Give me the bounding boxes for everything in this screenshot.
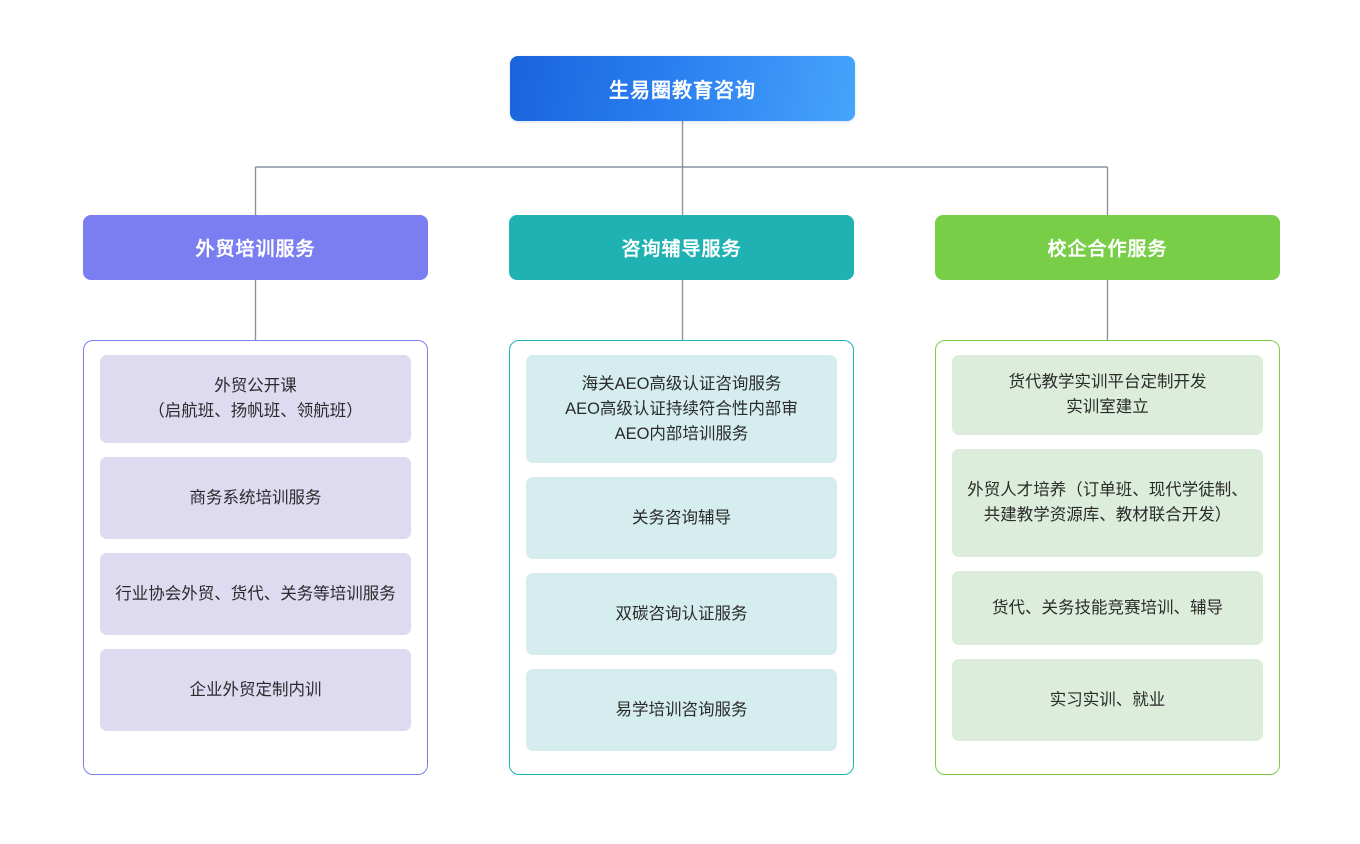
- branch-header-label: 咨询辅导服务: [621, 239, 742, 260]
- branch-column-1: 外贸培训服务 外贸公开课 （启航班、扬帆班、领航班） 商务系统培训服务 行业协会…: [83, 0, 428, 844]
- branch-box-2: 海关AEO高级认证咨询服务 AEO高级认证持续符合性内部审 AEO内部培训服务 …: [509, 340, 854, 775]
- root-node-label: 生易圈教育咨询: [609, 80, 756, 102]
- branch-box-3: 货代教学实训平台定制开发 实训室建立 外贸人才培养（订单班、现代学徒制、共建教学…: [935, 340, 1280, 775]
- branch-item[interactable]: 外贸人才培养（订单班、现代学徒制、共建教学资源库、教材联合开发）: [952, 449, 1263, 557]
- branch-column-2: 咨询辅导服务 海关AEO高级认证咨询服务 AEO高级认证持续符合性内部审 AEO…: [509, 0, 854, 844]
- branch-item[interactable]: 外贸公开课 （启航班、扬帆班、领航班）: [100, 355, 411, 443]
- branch-item[interactable]: 企业外贸定制内训: [100, 649, 411, 731]
- branch-header-label: 外贸培训服务: [195, 239, 316, 260]
- branch-item[interactable]: 行业协会外贸、货代、关务等培训服务: [100, 553, 411, 635]
- branch-header-3[interactable]: 校企合作服务: [935, 215, 1280, 280]
- branch-header-label: 校企合作服务: [1047, 239, 1168, 260]
- branch-item[interactable]: 关务咨询辅导: [526, 477, 837, 559]
- branch-item[interactable]: 货代、关务技能竞赛培训、辅导: [952, 571, 1263, 645]
- branch-item[interactable]: 商务系统培训服务: [100, 457, 411, 539]
- branch-item[interactable]: 海关AEO高级认证咨询服务 AEO高级认证持续符合性内部审 AEO内部培训服务: [526, 355, 837, 463]
- branch-header-2[interactable]: 咨询辅导服务: [509, 215, 854, 280]
- branch-header-1[interactable]: 外贸培训服务: [83, 215, 428, 280]
- branch-item[interactable]: 货代教学实训平台定制开发 实训室建立: [952, 355, 1263, 435]
- root-node[interactable]: 生易圈教育咨询: [510, 56, 855, 121]
- branch-item[interactable]: 易学培训咨询服务: [526, 669, 837, 751]
- branch-column-3: 校企合作服务 货代教学实训平台定制开发 实训室建立 外贸人才培养（订单班、现代学…: [935, 0, 1280, 844]
- branch-item[interactable]: 双碳咨询认证服务: [526, 573, 837, 655]
- branch-item[interactable]: 实习实训、就业: [952, 659, 1263, 741]
- branch-box-1: 外贸公开课 （启航班、扬帆班、领航班） 商务系统培训服务 行业协会外贸、货代、关…: [83, 340, 428, 775]
